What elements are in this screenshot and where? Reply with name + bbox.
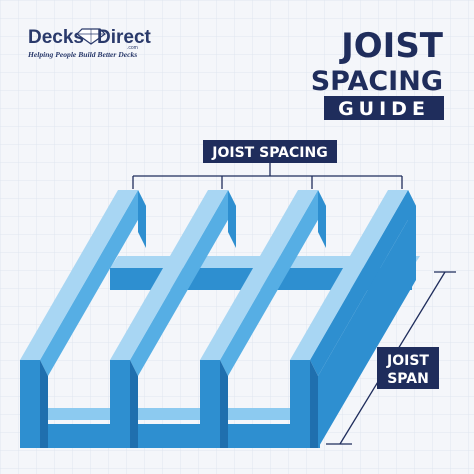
joist-framing-diagram	[20, 190, 420, 448]
logo-tagline: Helping People Build Better Decks	[27, 50, 137, 59]
front-rim-face	[20, 424, 320, 448]
joist-4	[290, 190, 416, 448]
title-line-joist: JOIST	[339, 26, 444, 66]
title-line-guide: GUIDE	[338, 98, 430, 120]
logo-domain-suffix: .com	[127, 45, 138, 51]
joist-span-label-line1: JOIST	[386, 353, 429, 369]
title-block: JOIST SPACING GUIDE	[311, 26, 444, 120]
joist-span-label-box	[377, 347, 439, 389]
joist-3	[200, 190, 326, 448]
joist-spacing-label: JOIST SPACING	[211, 145, 327, 161]
joist-span-label-line2: SPAN	[387, 371, 429, 387]
joist-spacing-bracket	[132, 163, 403, 189]
joist-spacing-label-box	[203, 140, 337, 163]
joist-1	[20, 190, 146, 448]
brand-logo: Decks Direct .com Helping People Build B…	[27, 27, 152, 59]
title-line-spacing: SPACING	[311, 66, 443, 97]
logo-brand-right: Direct	[97, 27, 152, 48]
logo-brand-left: Decks	[28, 27, 84, 48]
title-guide-badge	[324, 96, 444, 120]
front-rim-top	[20, 408, 330, 420]
diamond-logo-icon	[76, 28, 106, 45]
joist-2	[110, 190, 236, 448]
